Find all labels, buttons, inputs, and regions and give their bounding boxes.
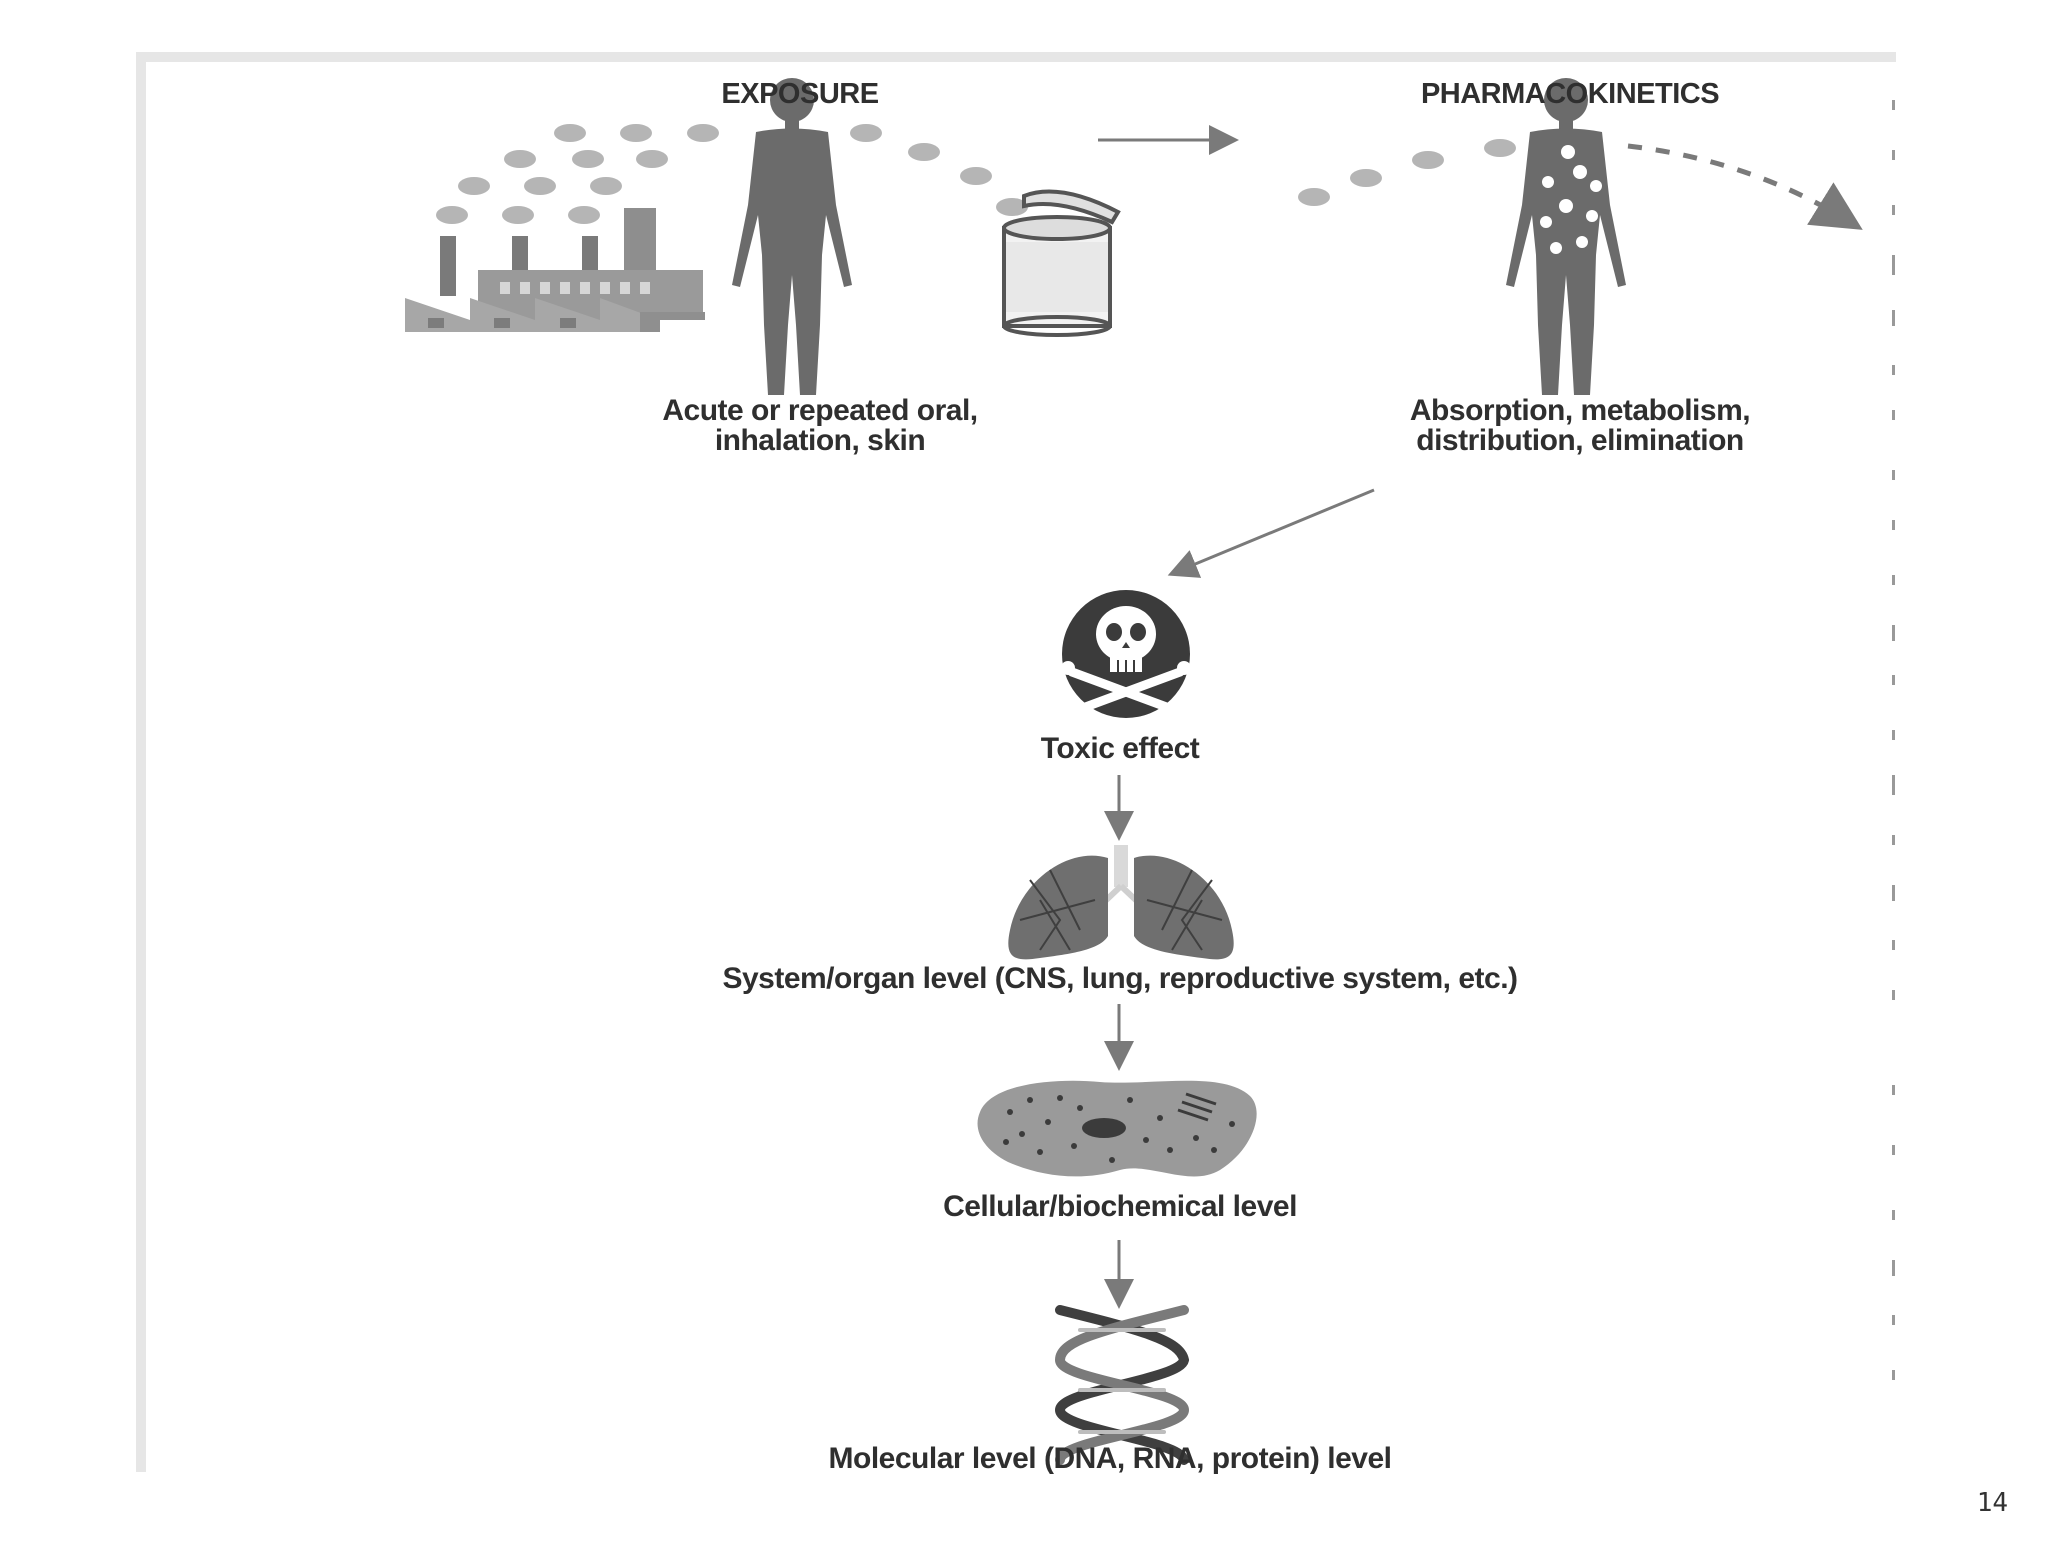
frame-left (136, 52, 146, 1472)
heading-exposure: EXPOSURE (721, 78, 879, 110)
arrow-pk-dashed (1627, 143, 1863, 230)
factory-icon (405, 208, 705, 332)
cell-icon (977, 1080, 1257, 1177)
human-figure-pk-icon (1506, 78, 1626, 395)
heading-pharmacokinetics: PHARMACOKINETICS (1420, 78, 1720, 110)
arrow-pk-to-toxic (1167, 488, 1375, 578)
caption-pk-line1: Absorption, metabolism, (1409, 394, 1751, 427)
open-can-icon (1002, 189, 1121, 337)
caption-toxic-effect: Toxic effect (1040, 732, 1200, 765)
caption-cellular-level: Cellular/biochemical level (943, 1190, 1297, 1223)
page-number: 14 (1976, 1488, 2008, 1518)
caption-pk-line2: distribution, elimination (1416, 424, 1744, 457)
caption-exposure-line2: inhalation, skin (714, 424, 926, 457)
dna-helix-icon (1054, 1305, 1190, 1465)
edge-marks (1892, 100, 1895, 1380)
caption-organ-level: System/organ level (CNS, lung, reproduct… (722, 962, 1518, 995)
skull-crossbones-icon (1061, 590, 1191, 723)
exposure-particles (436, 124, 1028, 224)
caption-molecular-level: Molecular level (DNA, RNA, protein) leve… (828, 1442, 1392, 1475)
human-figure-icon (732, 78, 852, 395)
pk-particles (1298, 139, 1516, 206)
lungs-icon (1008, 845, 1234, 960)
frame-top (136, 52, 1896, 62)
caption-exposure-line1: Acute or repeated oral, (662, 394, 978, 427)
